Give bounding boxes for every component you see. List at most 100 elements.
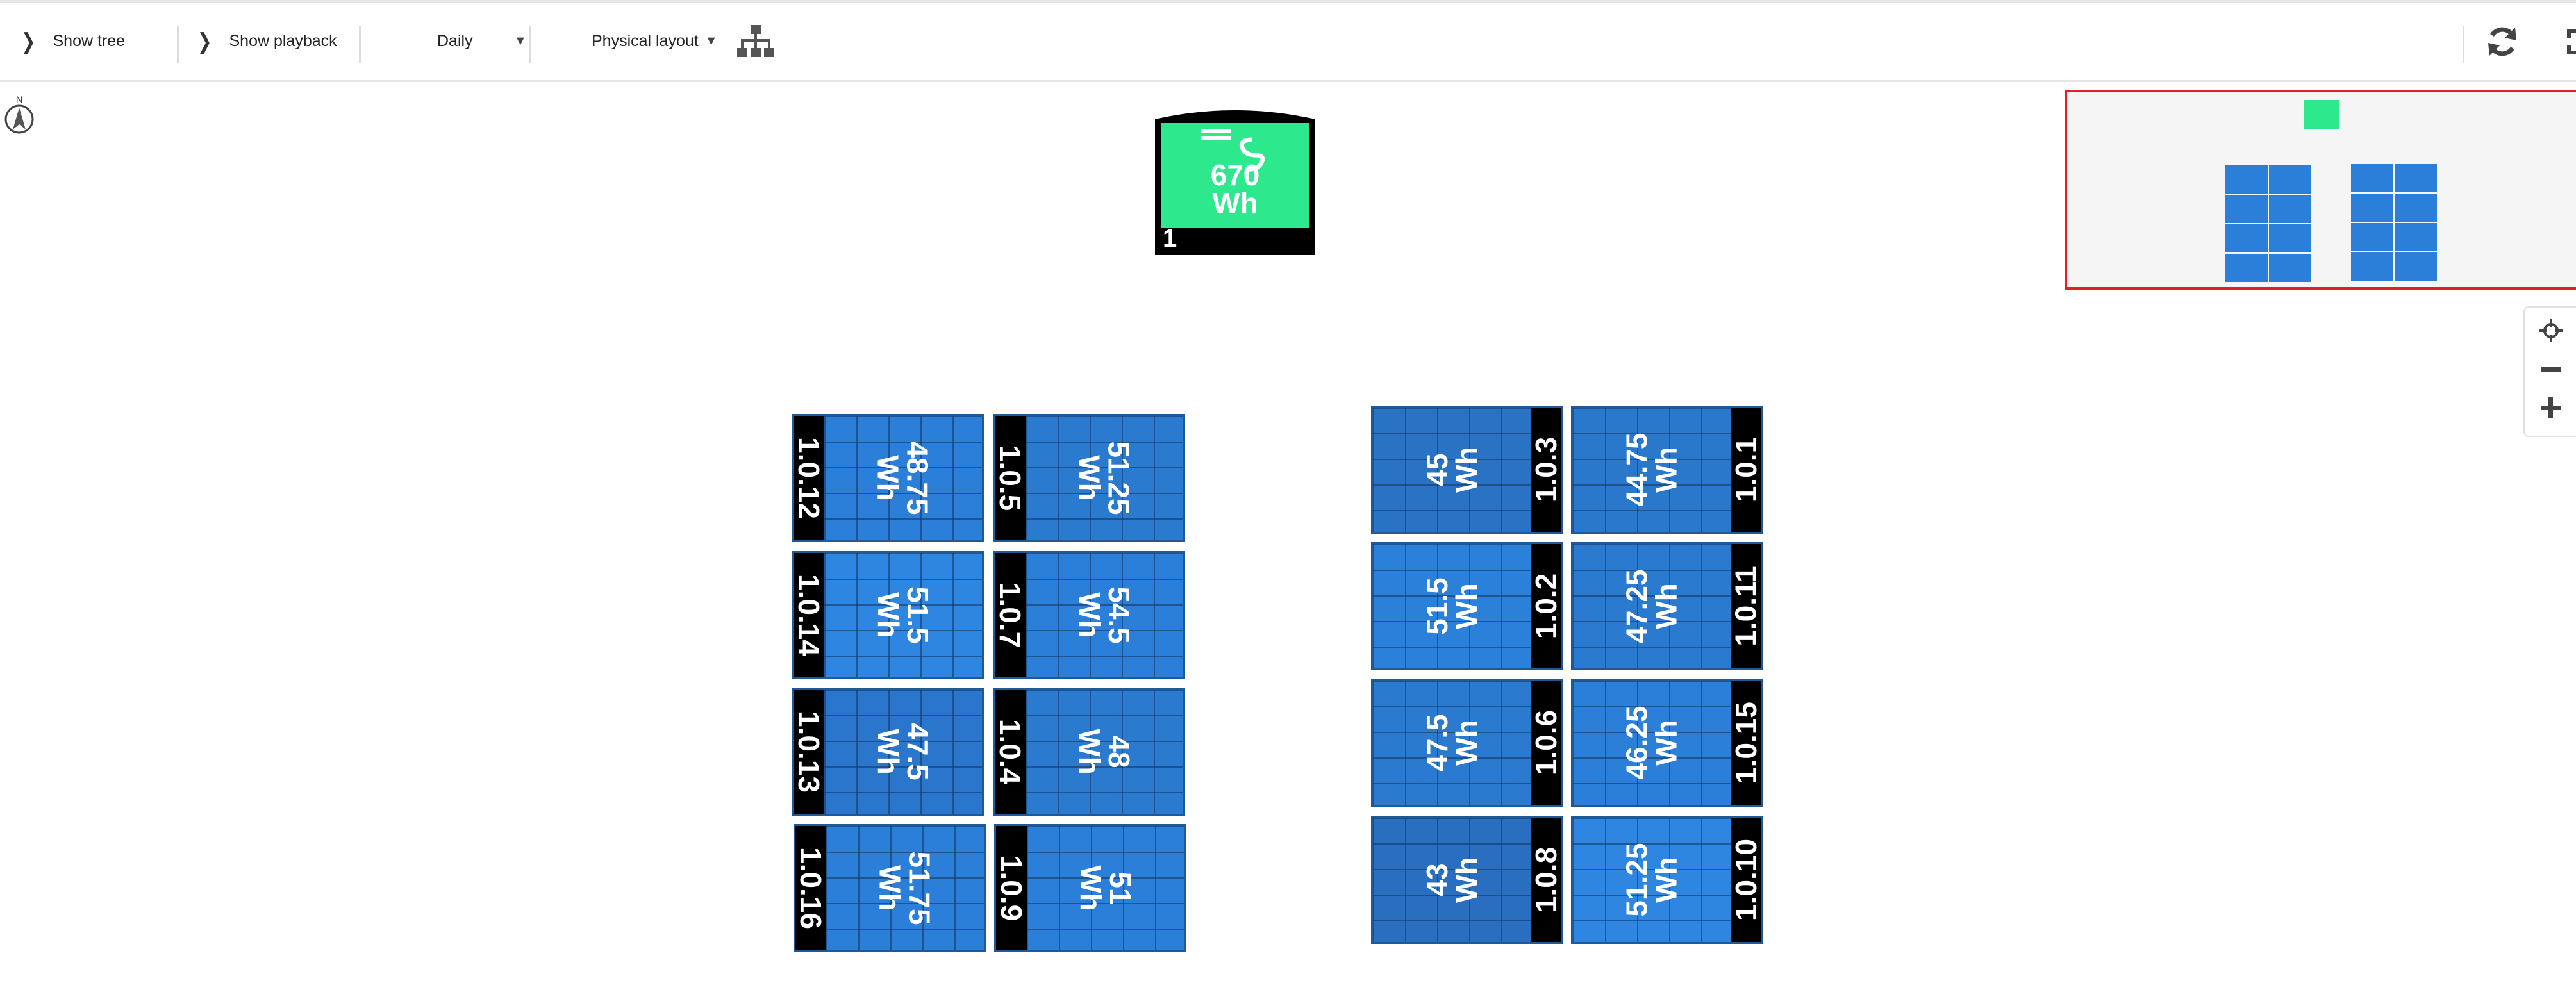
zoom-in-button[interactable] (2525, 388, 2576, 427)
minimap[interactable] (2065, 90, 2576, 290)
refresh-button[interactable] (2486, 3, 2519, 80)
minimap-panel (2351, 194, 2393, 222)
hierarchy-view-button[interactable] (737, 3, 774, 80)
panel-id-bar: 1.0.16 (794, 826, 827, 950)
panel-id: 1.0.7 (993, 582, 1027, 648)
gateway-energy-value: 670 (1210, 158, 1260, 192)
panel-id-bar: 1.0.9 (995, 826, 1028, 950)
toolbar-divider (529, 26, 531, 63)
compass[interactable]: N (3, 94, 36, 135)
compass-icon: N (4, 94, 34, 134)
period-dropdown-arrow[interactable]: ▼ (508, 3, 527, 80)
panel-id-bar: 1.0.14 (792, 553, 826, 677)
toolbar-divider (359, 26, 361, 63)
minimap-panel (2351, 164, 2393, 192)
minimap-panel (2269, 254, 2311, 282)
toolbar-divider (2463, 26, 2464, 63)
minimap-panel (2269, 165, 2311, 194)
show-tree-toggle[interactable]: ❯ Show tree (19, 3, 125, 80)
panel-id-bar: 1.0.11 (1729, 544, 1763, 668)
panel-id-bar: 1.0.10 (1729, 818, 1763, 942)
panel-id-bar: 1.0.2 (1529, 544, 1563, 668)
panel-id: 1.0.1 (1729, 436, 1763, 503)
chevron-right-icon: ❯ (197, 29, 212, 54)
gateway-device[interactable]: 670 Wh 1 (1155, 109, 1315, 255)
toolbar-divider (177, 26, 179, 63)
minimap-panel (2395, 223, 2437, 251)
zoom-out-button[interactable] (2525, 350, 2576, 388)
gateway-energy-unit: Wh (1212, 186, 1258, 220)
fullscreen-icon (2567, 28, 2576, 54)
gateway-id: 1 (1163, 224, 1177, 252)
layout-dropdown[interactable]: Physical layout ▼ (592, 3, 718, 80)
hierarchy-icon (737, 24, 774, 57)
period-value: Daily (437, 32, 473, 50)
minimap-panel (2351, 252, 2393, 281)
period-dropdown[interactable]: Daily (437, 3, 473, 80)
fullscreen-button[interactable] (2563, 3, 2576, 80)
panel-id-bar: 1.0.3 (1529, 408, 1563, 532)
minimap-panel-group-right (2351, 164, 2438, 282)
show-playback-toggle[interactable]: ❯ Show playback (195, 3, 337, 80)
caret-down-icon: ▼ (514, 34, 527, 48)
toolbar: ❯ Show tree ❯ Show playback Daily ▼ Phys… (0, 0, 2576, 82)
minimap-panel (2395, 164, 2437, 192)
minimap-panel (2269, 195, 2311, 223)
panel-id: 1.0.14 (792, 574, 826, 656)
panel-id: 1.0.2 (1529, 573, 1563, 640)
recenter-button[interactable] (2525, 311, 2576, 350)
panel-id-bar: 1.0.6 (1529, 681, 1563, 805)
panel-id: 1.0.8 (1529, 847, 1563, 913)
panel-id-bar: 1.0.8 (1529, 818, 1563, 942)
gateway-body (1161, 123, 1309, 228)
panel-id-bar: 1.0.4 (993, 690, 1027, 814)
minimap-panel (2225, 254, 2268, 282)
chevron-right-icon: ❯ (21, 29, 36, 54)
minimap-panel (2225, 165, 2268, 194)
